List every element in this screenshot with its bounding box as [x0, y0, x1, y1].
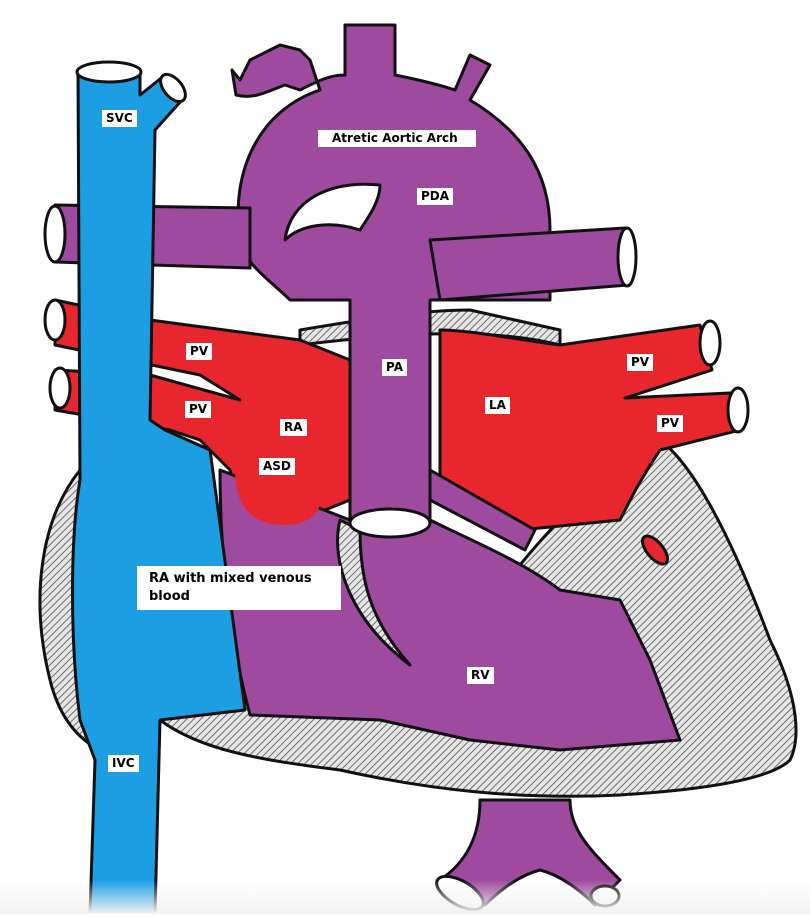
ra-mixed-region: [235, 466, 321, 525]
label-ra: RA: [280, 419, 307, 436]
label-pv-right-lower: PV: [185, 401, 212, 418]
label-asd: ASD: [259, 458, 295, 475]
label-pa: PA: [382, 359, 407, 376]
left-atrium: [438, 323, 742, 532]
aortic-arch: [230, 23, 552, 522]
label-ra-mixed-venous-blood: RA with mixed venous blood: [137, 566, 341, 610]
label-pv-left-lower: PV: [657, 415, 684, 432]
bottom-fade: [0, 880, 810, 914]
lpv-lower-opening: [726, 386, 750, 434]
label-rv: RV: [467, 667, 494, 684]
rpv-lower-opening: [48, 366, 72, 410]
label-svc: SVC: [102, 110, 137, 127]
mitral-slit: [640, 534, 670, 566]
label-atretic-aortic-arch: Atretic Aortic Arch: [318, 130, 476, 147]
descending-trunk: [438, 798, 622, 907]
left-pulmonary-artery: [428, 226, 630, 302]
arch-inner-hole: [283, 182, 382, 242]
rv-inner-wall: [336, 518, 412, 667]
label-la: LA: [485, 397, 510, 414]
label-pda: PDA: [417, 188, 454, 205]
label-ivc: IVC: [108, 755, 139, 772]
svc-ivc: [71, 68, 247, 916]
pda-stub: [428, 468, 537, 552]
svc-opening: [75, 60, 143, 84]
rpa-opening: [43, 204, 67, 264]
svc-branch-opening: [159, 72, 187, 104]
lpv-upper-opening: [698, 319, 722, 367]
lpa-opening: [616, 226, 638, 288]
rpv-upper-opening: [43, 298, 67, 342]
label-pv-right-upper: PV: [186, 343, 213, 360]
pulmonary-valve: [348, 507, 432, 539]
label-pv-left-upper: PV: [627, 354, 654, 371]
